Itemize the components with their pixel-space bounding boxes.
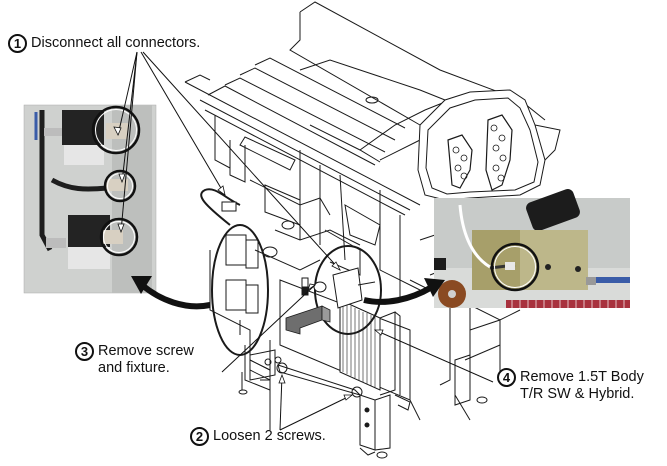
leader-lines — [117, 51, 494, 431]
step-2-callout: 2 Loosen 2 screws. — [190, 427, 326, 446]
step-4-number-badge: 4 — [497, 368, 516, 387]
inset-arrows — [131, 276, 445, 310]
step-3-number-badge: 3 — [75, 342, 94, 361]
step-3-callout: 3 Remove screw and fixture. — [75, 342, 194, 377]
step-1-number-badge: 1 — [8, 34, 27, 53]
step-1-text: Disconnect all connectors. — [31, 35, 201, 51]
step-4-text-line-1: Remove 1.5T Body — [520, 369, 644, 385]
step-3-text-line-1: Remove screw — [98, 343, 194, 359]
step-2-text: Loosen 2 screws. — [213, 428, 326, 444]
step-4-callout: 4 Remove 1.5T Body T/R SW & Hybrid. — [497, 368, 644, 403]
removal-direction-arrow — [285, 305, 331, 335]
tr-switch-detail-photo — [434, 189, 630, 308]
step-2-number-badge: 2 — [190, 427, 209, 446]
step-3-text-line-2: and fixture. — [98, 360, 170, 376]
step-1-callout: 1 Disconnect all connectors. — [8, 34, 201, 53]
connector-panel-highlight — [211, 224, 269, 356]
connector-detail-photo — [23, 104, 157, 294]
step-4-text-line-2: T/R SW & Hybrid. — [520, 386, 635, 402]
leader-arrowheads — [113, 126, 384, 401]
